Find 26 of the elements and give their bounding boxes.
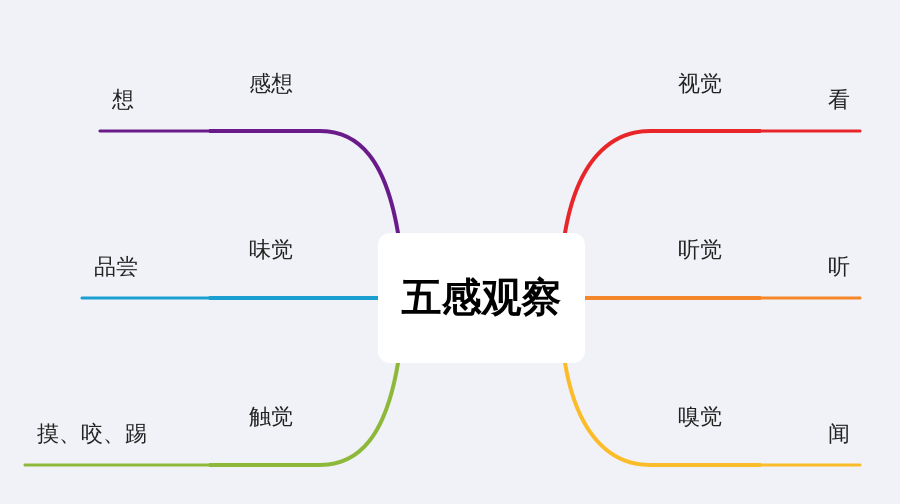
branch-line [563,129,762,235]
branch-label: 听觉 [678,238,722,264]
branch-line [208,129,400,235]
leaf-label: 摸、咬、踢 [37,422,147,448]
branch-line [208,361,400,467]
branch-line [563,361,762,467]
leaf-label: 看 [828,88,850,114]
connector-line [758,464,862,466]
connector-line [758,296,862,300]
leaf-label: 闻 [828,422,850,448]
connector-line [758,130,862,132]
connector-line [98,130,212,132]
branch-label: 感想 [249,72,293,98]
connector-line [80,296,212,300]
leaf-label: 品尝 [94,255,138,282]
central-topic: 五感观察 [402,274,562,322]
branch-label: 嗅觉 [678,405,722,432]
leaf-label: 想 [112,88,134,114]
leaf-label: 听 [828,255,850,282]
branch-line [208,296,380,300]
branch-label: 味觉 [249,238,293,264]
branch-label: 触觉 [249,405,293,432]
connector-line [24,464,212,466]
central-topic-card [378,233,585,363]
branch-line [583,296,762,300]
branch-label: 视觉 [678,72,722,98]
